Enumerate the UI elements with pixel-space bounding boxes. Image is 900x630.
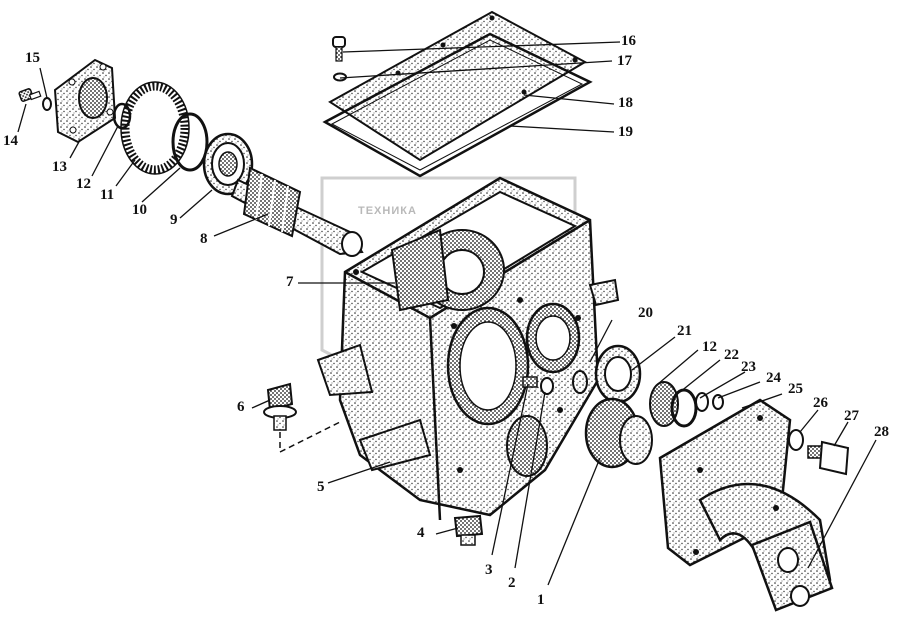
stud-3 <box>522 376 538 388</box>
callout-1: 1 <box>537 592 545 608</box>
callout-12-right: 12 <box>702 339 717 355</box>
shaft-8 <box>230 166 364 257</box>
plug-6 <box>263 382 341 454</box>
callout-10: 10 <box>132 202 147 218</box>
callout-13: 13 <box>52 159 67 175</box>
callout-8: 8 <box>200 231 208 247</box>
callout-11: 11 <box>100 187 115 203</box>
callout-24: 24 <box>766 370 781 386</box>
cover-plate-18 <box>328 10 588 162</box>
elbow-housing-28 <box>658 398 834 612</box>
callout-21: 21 <box>677 323 692 339</box>
callout-17: 17 <box>617 53 632 69</box>
callout-28: 28 <box>874 424 889 440</box>
callout-15: 15 <box>25 50 40 66</box>
bolt-14 <box>18 88 42 102</box>
callout-14: 14 <box>3 133 18 149</box>
ring-23 <box>695 392 709 412</box>
gear-1 <box>584 397 653 469</box>
bearing-21 <box>594 344 642 404</box>
ring-20 <box>572 370 588 394</box>
bolt-27 <box>807 440 850 476</box>
callout-26: 26 <box>813 395 828 411</box>
callout-12-left: 12 <box>76 176 91 192</box>
callout-18: 18 <box>618 95 633 111</box>
flange-13 <box>53 58 117 144</box>
callout-5: 5 <box>317 479 325 495</box>
plug-4 <box>453 514 484 546</box>
washer-15 <box>42 97 52 111</box>
gasket-11 <box>120 81 190 175</box>
gear-7 <box>390 228 505 312</box>
ring-22 <box>670 388 698 428</box>
callout-25: 25 <box>788 381 803 397</box>
callout-3: 3 <box>485 562 493 578</box>
bolt-16 <box>332 36 346 62</box>
washer-17 <box>333 72 347 82</box>
callout-7: 7 <box>286 274 294 290</box>
callout-22: 22 <box>724 347 739 363</box>
ring-24 <box>712 394 724 410</box>
washer-2 <box>540 377 554 395</box>
callout-6: 6 <box>237 399 245 415</box>
watermark-text: ТЕХНИКА <box>358 205 417 217</box>
seal-ring-12-b <box>649 381 679 427</box>
housing-bore-lower <box>506 415 548 477</box>
callout-23: 23 <box>741 359 756 375</box>
callout-20: 20 <box>638 305 653 321</box>
callout-9: 9 <box>170 212 178 228</box>
ring-10 <box>171 112 209 172</box>
callout-27: 27 <box>844 408 859 424</box>
callout-19: 19 <box>618 124 633 140</box>
gasket-19 <box>322 32 593 178</box>
callout-4: 4 <box>417 525 425 541</box>
bearing-9 <box>202 132 254 196</box>
gearbox-housing <box>316 176 620 521</box>
leader-lines <box>17 41 877 586</box>
callout-16: 16 <box>621 33 636 49</box>
washer-26 <box>788 429 804 451</box>
callout-2: 2 <box>508 575 516 591</box>
